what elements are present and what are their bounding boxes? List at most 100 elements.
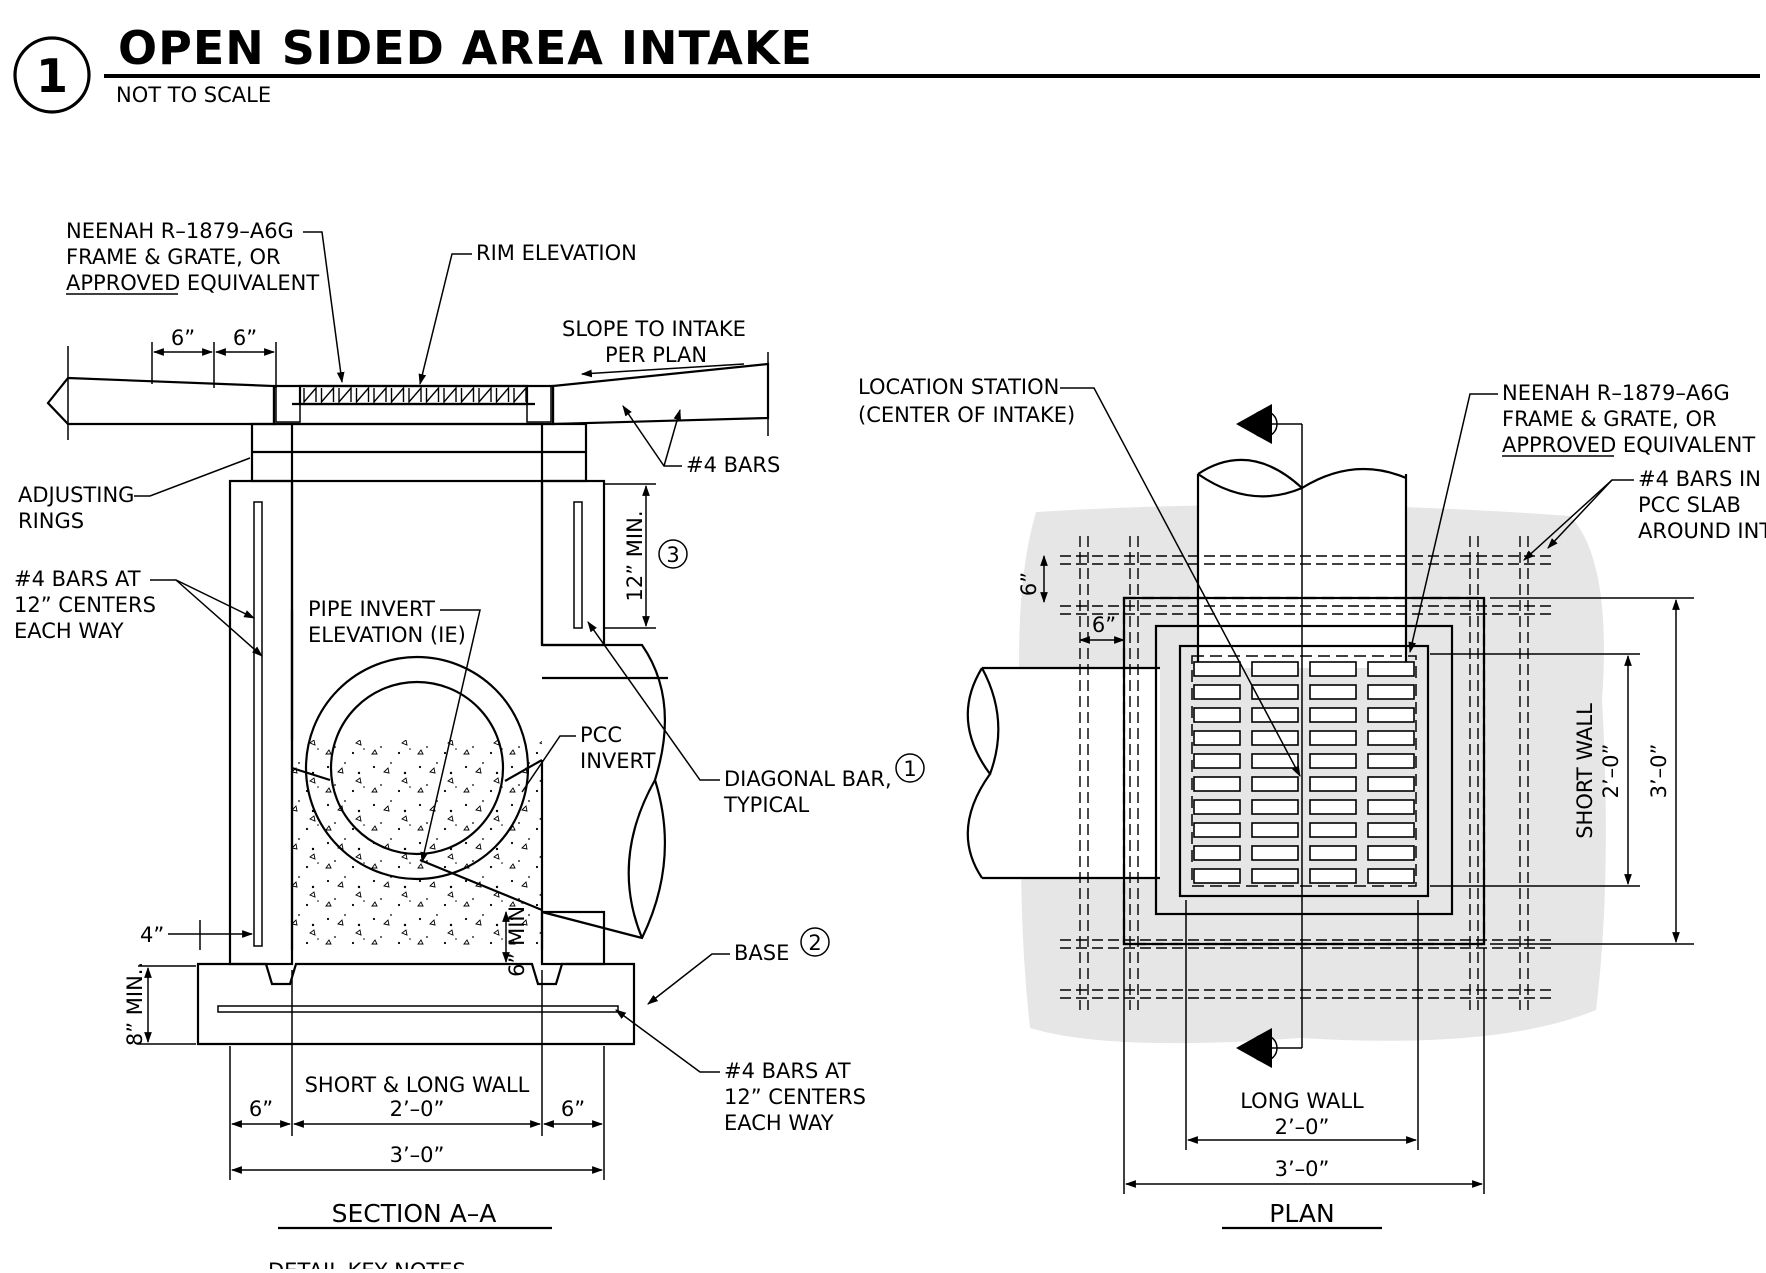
adjusting-rings-label-2: RINGS: [18, 509, 84, 533]
dim-12in-min: 12” MIN.: [623, 511, 647, 602]
key-note-1-bubble: [895, 753, 925, 783]
grate-bar: [460, 386, 475, 404]
section-caption: SECTION A–A: [332, 1199, 497, 1228]
frame-grate-note-2: FRAME & GRATE, OR: [66, 245, 281, 269]
key-note-3-bubble: [658, 539, 688, 569]
grate-slot: [1193, 753, 1241, 769]
base-bars-label-2: 12” CENTERS: [724, 1085, 866, 1109]
adjusting-rings-label-1: ADJUSTING: [18, 483, 134, 507]
detail-title: OPEN SIDED AREA INTAKE: [118, 21, 813, 75]
wall-dim-label-2: 2’–0”: [390, 1097, 445, 1121]
frame-grate-note-3: APPROVED EQUIVALENT: [66, 271, 319, 295]
grate-slot: [1193, 730, 1241, 746]
grate-slot: [1309, 707, 1357, 723]
base-rebar: [217, 1005, 619, 1013]
grate-slot: [1251, 799, 1299, 815]
grate-bar: [408, 386, 422, 404]
diagonal-bar-label-1: DIAGONAL BAR,: [724, 767, 892, 791]
pcc-slab: [1019, 504, 1606, 1044]
grate-slot: [1251, 822, 1299, 838]
outlet-pipe: [541, 643, 667, 940]
plan-dim-3ft-vertical: 3’–0”: [1647, 744, 1671, 799]
key-note-2-bubble: [800, 927, 830, 957]
frame-grate-note-1: NEENAH R–1879–A6G: [66, 219, 294, 243]
detail-key-notes-heading: DETAIL KEY NOTES: [268, 1259, 466, 1269]
grate-bar: [373, 386, 387, 404]
grate-slot: [1193, 868, 1241, 884]
key-note-3: 3: [666, 543, 679, 567]
dim-6in-b: 6”: [233, 326, 257, 350]
plan-view: A A LOCATION STATION (CENTER OF INTAKE) …: [858, 375, 1766, 1230]
diagonal-bar-label-2: TYPICAL: [723, 793, 810, 817]
grate-slot: [1193, 799, 1241, 815]
grate-slot: [1367, 845, 1415, 861]
slope-arrow: [580, 363, 745, 378]
left-wall: [228, 479, 294, 966]
pavement-slab-right: [551, 362, 770, 426]
slab-bars-label-2: PCC SLAB: [1638, 493, 1741, 517]
detail-number-bubble: [13, 36, 91, 114]
short-wall-label: SHORT WALL: [1573, 703, 1597, 839]
grate-slot: [1309, 845, 1357, 861]
grate-bar: [478, 386, 492, 404]
long-wall-label: LONG WALL: [1240, 1089, 1364, 1113]
grate-slot: [1251, 684, 1299, 700]
grate-slot: [1367, 868, 1415, 884]
dim-3ft: 3’–0”: [390, 1143, 445, 1167]
plan-dim-3ft-horizontal: 3’–0”: [1275, 1157, 1330, 1181]
grate-slot: [1251, 868, 1299, 884]
detail-header: 1 OPEN SIDED AREA INTAKE NOT TO SCALE: [13, 21, 1760, 114]
plan-caption: PLAN: [1269, 1199, 1334, 1228]
grate-slot: [1309, 753, 1357, 769]
base-bars-label-1: #4 BARS AT: [724, 1059, 851, 1083]
slope-note-2: PER PLAN: [605, 343, 707, 367]
pcc-invert-label-1: PCC: [580, 723, 622, 747]
section-view: NEENAH R–1879–A6G FRAME & GRATE, OR APPR…: [14, 219, 925, 1230]
location-station-label-1: LOCATION STATION: [858, 375, 1059, 399]
dim-6in-a: 6”: [171, 326, 195, 350]
grate-slot: [1309, 868, 1357, 884]
base-slab: [196, 962, 636, 1046]
plan-frame-note-2: FRAME & GRATE, OR: [1502, 407, 1717, 431]
grate-slot: [1251, 776, 1299, 792]
grate-slot: [1193, 845, 1241, 861]
grate-bar: [425, 386, 440, 404]
plan-dim-6in-vertical: 6”: [1017, 572, 1041, 596]
grate-bars: [303, 386, 527, 404]
slab-bars-label-1: #4 BARS IN: [1638, 467, 1761, 491]
grate-slots: [1193, 661, 1415, 884]
slope-note-1: SLOPE TO INTAKE: [562, 317, 746, 341]
grate-slot: [1367, 822, 1415, 838]
section-marker-bottom: [1250, 1034, 1278, 1062]
grate-slot: [1367, 730, 1415, 746]
dim-4in: 4”: [140, 923, 164, 947]
wall-bars-label-3: EACH WAY: [14, 619, 124, 643]
grate-slot: [1251, 661, 1299, 677]
section-marker-bottom-letter: A: [1258, 1039, 1271, 1060]
grate-bar: [320, 386, 335, 404]
wall-rebar-left: [253, 501, 263, 947]
right-wall-upper: [540, 479, 606, 647]
wall-rebar-right: [573, 501, 583, 629]
dim-6in-min: 6” MIN.: [505, 899, 529, 977]
section-marker-top: [1250, 410, 1278, 438]
grate-slot: [1367, 707, 1415, 723]
grate-slot: [1193, 776, 1241, 792]
grate-slot: [1309, 822, 1357, 838]
plan-dim-6in-horizontal: 6”: [1092, 613, 1116, 637]
grate-slot: [1367, 799, 1415, 815]
grate-bar: [443, 386, 457, 404]
grate-bar: [355, 386, 370, 404]
grate-slot: [1251, 753, 1299, 769]
long-wall-dim: 2’–0”: [1275, 1115, 1330, 1139]
wall-dim-label-1: SHORT & LONG WALL: [305, 1073, 530, 1097]
wall-bars-label-1: #4 BARS AT: [14, 567, 141, 591]
grate-slot: [1251, 707, 1299, 723]
grate-slot: [1251, 845, 1299, 861]
grate-outline: [1178, 644, 1430, 898]
grate-slot: [1193, 661, 1241, 677]
grate-slot: [1309, 661, 1357, 677]
dim-8in-min: 8” MIN..: [123, 962, 147, 1046]
